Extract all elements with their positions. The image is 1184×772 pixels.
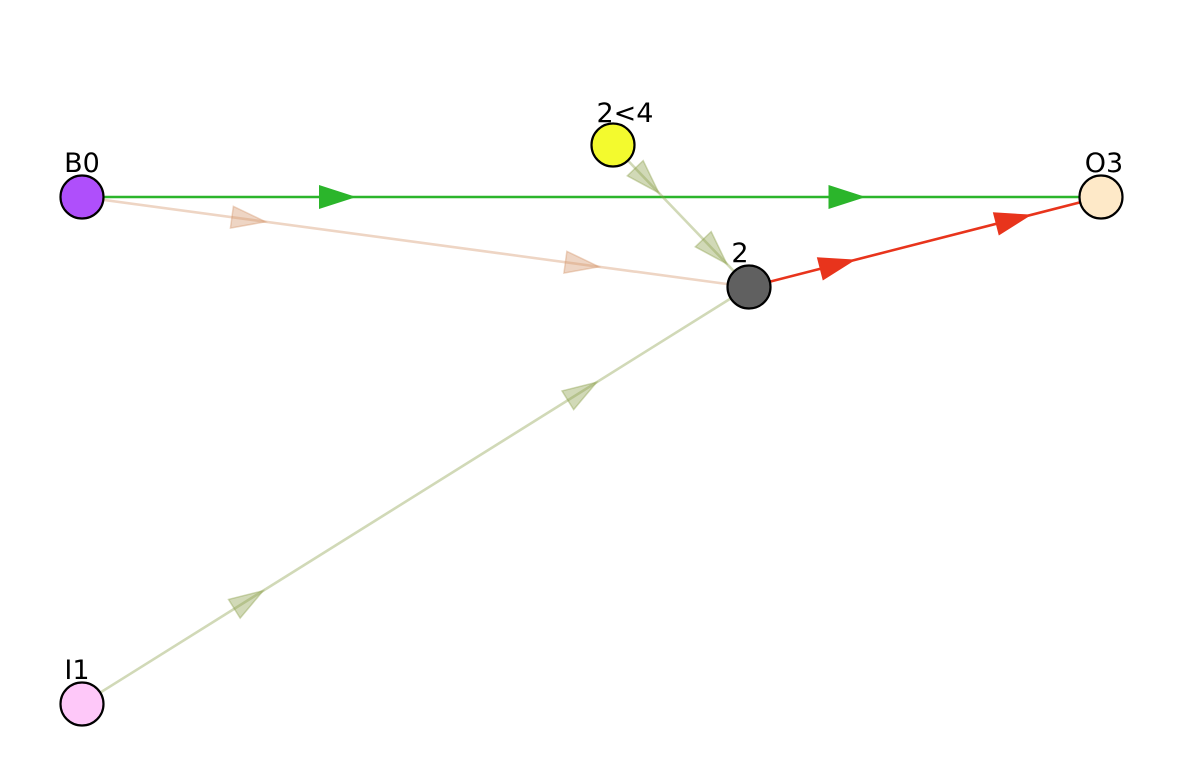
nodes-layer: B0 I1 2<4 2 O3 — [59, 98, 1124, 727]
edge-2lt4-to-2 — [612, 144, 750, 288]
edge-arrowhead — [560, 380, 599, 411]
node-label-o3: O3 — [1085, 148, 1123, 179]
edge-arrowhead — [319, 184, 357, 210]
edge-2-to-o3 — [748, 195, 1102, 289]
node-label-2: 2 — [731, 238, 748, 269]
edges-layer — [81, 144, 1102, 706]
node-i1[interactable]: I1 — [59, 655, 105, 727]
node-label-i1: I1 — [64, 655, 89, 686]
edge-arrowhead — [694, 230, 729, 266]
edge-arrowhead — [992, 212, 1032, 236]
edge-arrowhead — [816, 257, 856, 281]
node-2lt4[interactable]: 2<4 — [590, 98, 654, 168]
node-label-b0: B0 — [64, 148, 100, 179]
edge-arrowhead — [626, 159, 661, 195]
edge-arrowhead — [229, 205, 269, 230]
edge-arrowhead — [563, 250, 602, 275]
node-o3[interactable]: O3 — [1078, 148, 1124, 220]
edge-b0-to-o3 — [82, 184, 1101, 210]
edge-arrowhead — [828, 184, 866, 210]
node-label-2lt4: 2<4 — [597, 98, 654, 129]
node-b0[interactable]: B0 — [59, 148, 105, 220]
node-2[interactable]: 2 — [726, 238, 772, 310]
edge-b0-to-2 — [81, 195, 750, 289]
edge-arrowhead — [227, 589, 266, 620]
edge-i1-to-2 — [81, 285, 750, 706]
